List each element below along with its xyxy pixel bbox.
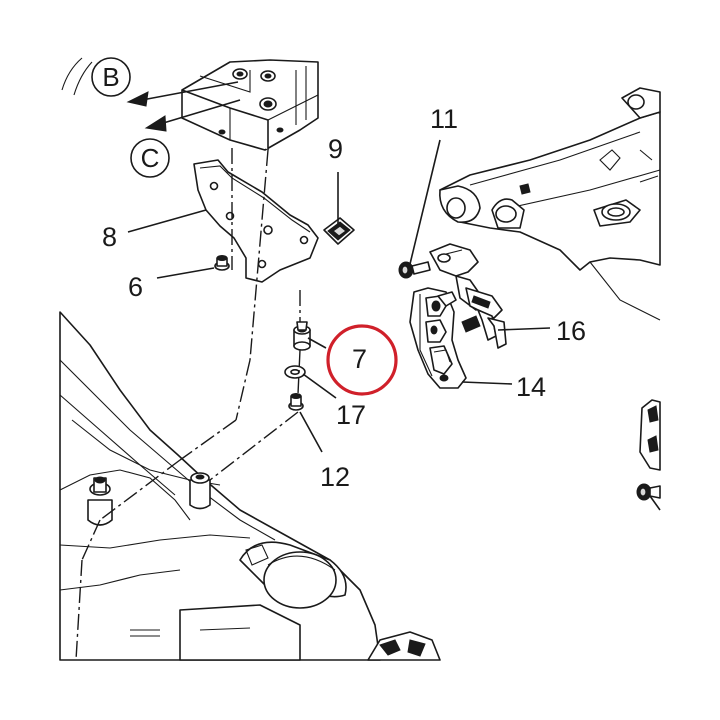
assembly-center-lines [75, 148, 301, 661]
bracket-plate-part [193, 159, 319, 283]
callout-8: 8 [102, 222, 117, 252]
highlight-circle [326, 324, 398, 396]
callout-6: 6 [128, 272, 143, 302]
standoff-7-part [293, 321, 311, 351]
callout-9: 9 [328, 134, 343, 164]
control-unit [61, 57, 319, 151]
callout-labels: 8 6 9 7 17 12 11 16 14 [102, 104, 586, 492]
callout-12: 12 [320, 462, 350, 492]
view-label-c: C [130, 138, 170, 178]
svg-text:C: C [141, 143, 160, 173]
callout-11: 11 [430, 104, 458, 134]
leader-lines [127, 139, 661, 511]
lock-housing-14-part [409, 287, 467, 389]
view-arrow-b [126, 81, 239, 107]
screw-6-part [214, 255, 230, 271]
screw-11-part [398, 261, 431, 279]
washer-17-part [284, 365, 306, 379]
screw-12-part [288, 393, 304, 411]
callout-17: 17 [336, 400, 366, 430]
view-arrow-c [144, 99, 241, 132]
callout-7: 7 [352, 344, 367, 374]
latch-16-part [429, 243, 507, 349]
view-label-b: B [91, 57, 131, 97]
right-edge-parts [636, 399, 661, 501]
callout-16: 16 [556, 316, 586, 346]
frame-arm [439, 87, 661, 321]
square-nut-part [323, 217, 355, 245]
frame-body [59, 311, 441, 661]
svg-text:B: B [102, 62, 119, 92]
callout-14: 14 [516, 372, 546, 402]
